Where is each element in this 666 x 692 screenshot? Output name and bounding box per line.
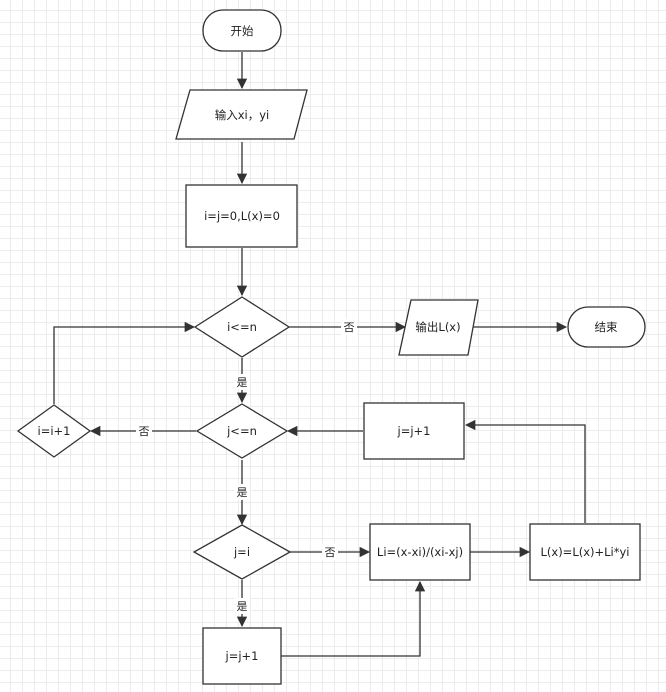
edge-lx-to-inc-j-top bbox=[464, 419, 586, 523]
cond-ji-node bbox=[192, 524, 292, 580]
cond-ji-label: j=i bbox=[233, 545, 250, 559]
lx-label: L(x)=L(x)+Li*yi bbox=[541, 545, 630, 559]
end-label: 结束 bbox=[595, 320, 618, 334]
edge-label-cond-j-yes: 是 bbox=[237, 486, 248, 499]
end-node bbox=[567, 306, 646, 348]
input-node bbox=[175, 89, 308, 140]
init-node bbox=[185, 184, 298, 248]
init-label: i=j=0,L(x)=0 bbox=[204, 209, 280, 223]
inc-j-bottom-node bbox=[202, 627, 282, 685]
input-label: 输入xi，yi bbox=[215, 108, 270, 122]
inc-j-top-label: j=j+1 bbox=[397, 424, 431, 438]
cond-i-node bbox=[193, 296, 291, 358]
edge-label-cond-i-no: 否 bbox=[344, 321, 355, 334]
li-label: Li=(x-xi)/(xi-xj) bbox=[377, 545, 463, 559]
edge-label-cond-i-yes: 是 bbox=[237, 376, 248, 389]
inc-j-bottom-label: j=j+1 bbox=[225, 649, 259, 663]
edge-inc-i-to-cond-i bbox=[53, 321, 196, 404]
edge-label-cond-j-no: 否 bbox=[139, 425, 150, 438]
inc-i-node bbox=[16, 404, 92, 458]
edge-labels: 否 是 否 是 否 是 bbox=[136, 319, 357, 614]
lx-node bbox=[529, 523, 641, 581]
inc-j-top-node bbox=[363, 402, 465, 460]
start-label: 开始 bbox=[231, 24, 254, 38]
cond-i-label: i<=n bbox=[227, 320, 257, 334]
start-node bbox=[202, 9, 282, 52]
cond-j-node bbox=[195, 403, 289, 459]
edge-inc-j-bottom-to-li bbox=[281, 580, 426, 657]
inc-i-label: i=i+1 bbox=[38, 424, 71, 438]
edges bbox=[53, 52, 586, 657]
nodes: 开始 输入xi，yi i=j=0,L(x)=0 i<=n 输出L(x) 结束 j… bbox=[16, 9, 646, 685]
li-node bbox=[369, 523, 471, 581]
cond-j-label: j<=n bbox=[226, 424, 257, 438]
output-node bbox=[398, 299, 479, 356]
edge-label-cond-ji-no: 否 bbox=[325, 546, 336, 559]
output-label: 输出L(x) bbox=[415, 320, 460, 334]
edge-label-cond-ji-yes: 是 bbox=[237, 600, 248, 613]
